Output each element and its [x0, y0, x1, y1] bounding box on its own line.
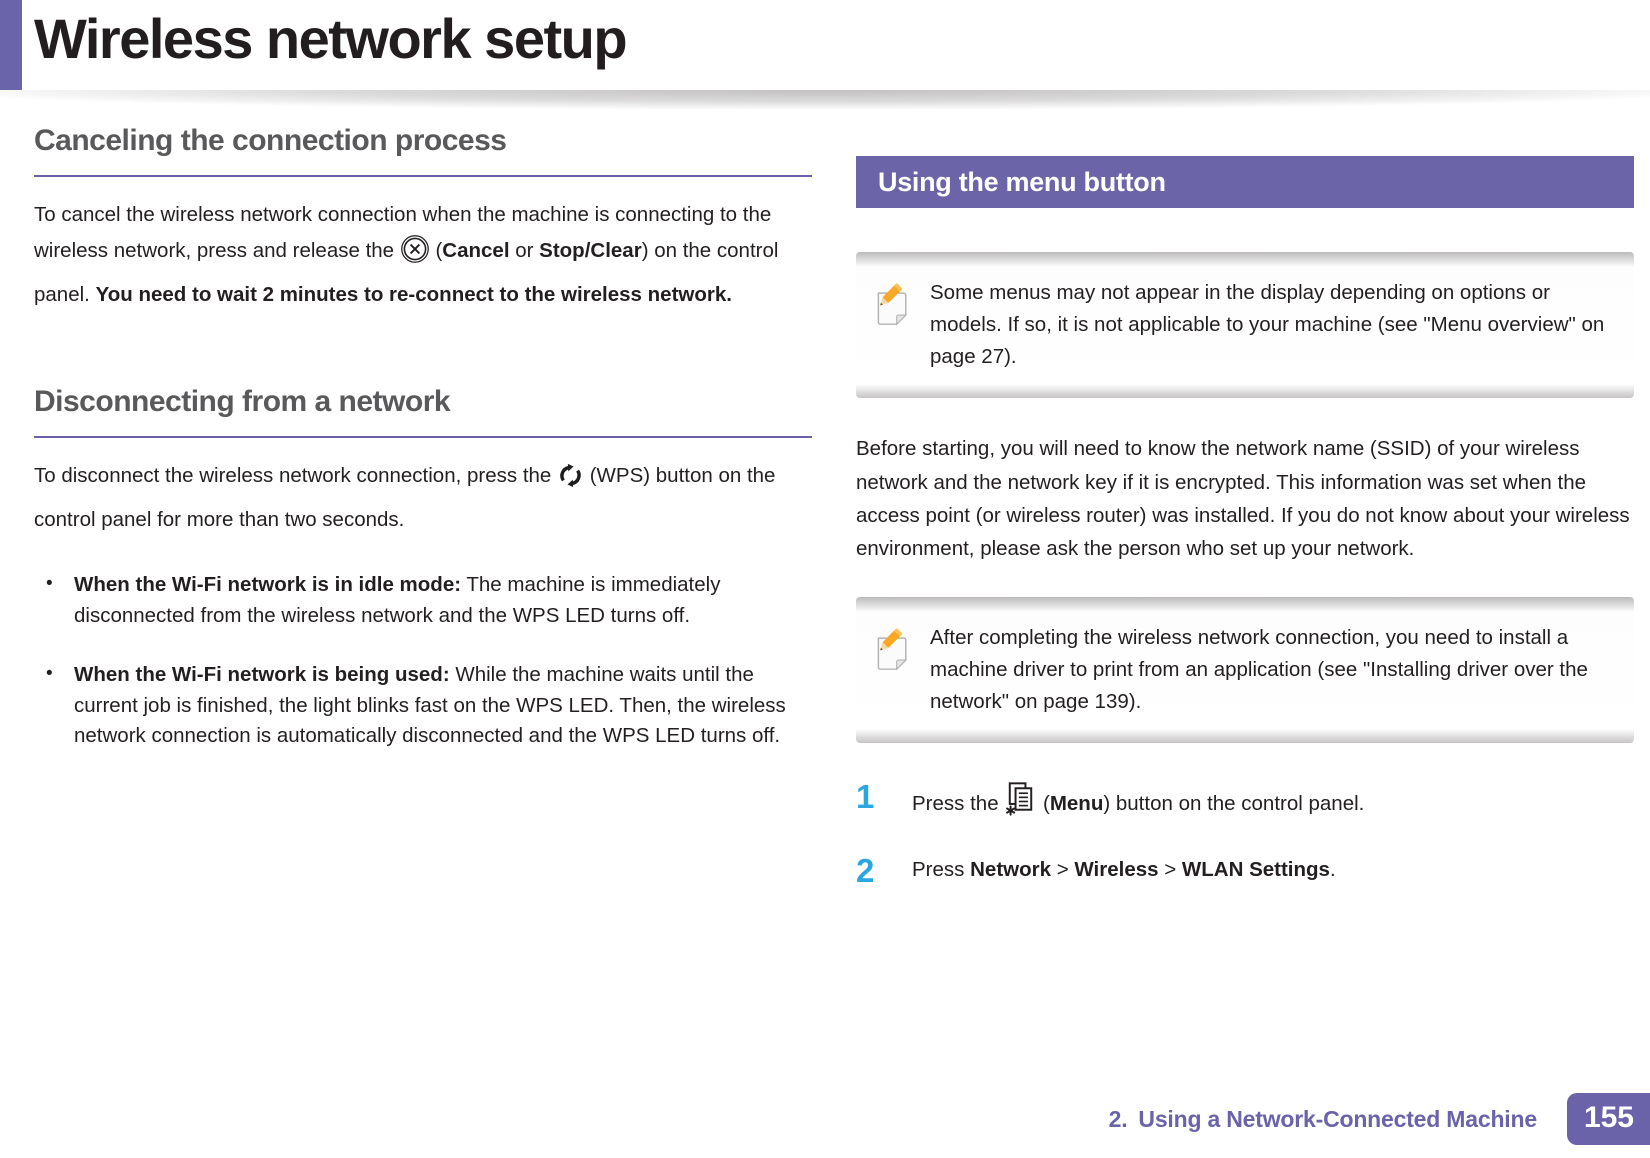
- section-canceling: Canceling the connection process To canc…: [34, 124, 812, 313]
- note-box: After completing the wireless network co…: [856, 597, 1634, 744]
- right-column: Using the menu button Some menus may not…: [856, 110, 1634, 911]
- paragraph-text: (: [429, 239, 443, 263]
- paragraph-text: (WPS) button on the control panel for mo…: [34, 464, 776, 531]
- paragraph-text: To disconnect the wireless network conne…: [34, 464, 558, 488]
- wps-icon: [557, 462, 584, 501]
- step-text: Press the: [912, 777, 1364, 827]
- note-text: After completing the wireless network co…: [930, 626, 1588, 713]
- cancel-stop-icon: [400, 234, 430, 276]
- page-header: Wireless network setup: [0, 0, 1650, 90]
- intro-paragraph: Before starting, you will need to know t…: [856, 437, 1630, 560]
- subsection-banner-title: Using the menu button: [878, 166, 1166, 197]
- paragraph-text: or: [509, 239, 540, 263]
- list-item: When the Wi-Fi network is being used: Wh…: [34, 660, 812, 752]
- step-text-part: >: [1158, 858, 1182, 882]
- step-text-part: >: [1051, 858, 1075, 882]
- bullet-bold-lead: When the Wi-Fi network is being used:: [74, 662, 450, 686]
- footer-chapter: 2. Using a Network-Connected Machine: [1108, 1105, 1538, 1133]
- bullet-text: While the machine waits until the curren…: [74, 662, 786, 748]
- disconnect-bullet-list: When the Wi-Fi network is in idle mode: …: [34, 570, 812, 752]
- menu-path-wlan-settings: WLAN Settings: [1181, 858, 1330, 882]
- footer-chapter-number: 2.: [1108, 1105, 1128, 1132]
- cancel-button-label: Cancel: [442, 239, 510, 263]
- subsection-banner: Using the menu button: [856, 156, 1634, 208]
- disconnecting-paragraph: To disconnect the wireless network conne…: [34, 458, 812, 538]
- section-disconnecting: Disconnecting from a network To disconne…: [34, 385, 812, 752]
- header-divider: [0, 90, 1650, 110]
- page-number-badge: 155: [1566, 1093, 1650, 1145]
- pencil-note-icon: [872, 626, 918, 679]
- stop-clear-button-label: Stop/Clear: [539, 239, 642, 263]
- menu-button-label: Menu: [1049, 792, 1104, 816]
- step-text-part: .: [1329, 858, 1336, 882]
- menu-path-wireless: Wireless: [1074, 858, 1159, 882]
- step-text-part: (: [1037, 792, 1050, 816]
- section-heading-canceling: Canceling the connection process: [34, 124, 812, 177]
- page-title: Wireless network setup: [34, 7, 628, 70]
- wait-warning-text: You need to wait 2 minutes to re-connect…: [95, 282, 732, 306]
- step-number: 2: [856, 852, 875, 890]
- paragraph-text: ) on the control panel.: [34, 239, 779, 306]
- step-text: Press Network > Wireless > WLAN Settings…: [912, 851, 1336, 887]
- menu-button-icon: [1004, 781, 1037, 827]
- section-heading-disconnecting: Disconnecting from a network: [34, 385, 812, 439]
- bullet-text: The machine is immediately disconnected …: [74, 573, 721, 628]
- step-text-part: Press the: [912, 792, 1005, 816]
- pencil-note-icon: [872, 281, 918, 334]
- step-2: 2 Press Network > Wireless > WLAN Settin…: [856, 851, 1634, 887]
- step-text-part: ) button on the control panel.: [1103, 792, 1365, 816]
- step-text-part: Press: [912, 858, 971, 882]
- footer-chapter-title: Using a Network-Connected Machine: [1138, 1105, 1537, 1132]
- header-accent-bar: [0, 0, 22, 90]
- canceling-paragraph: To cancel the wireless network connectio…: [34, 197, 812, 313]
- step-list: 1 Press the: [856, 777, 1634, 887]
- note-text: Some menus may not appear in the display…: [930, 281, 1605, 368]
- page-footer: 2. Using a Network-Connected Machine 155: [1109, 1093, 1650, 1145]
- content-columns: Canceling the connection process To canc…: [0, 110, 1650, 911]
- step-number: 1: [856, 778, 875, 816]
- paragraph-text: To cancel the wireless network connectio…: [34, 203, 772, 263]
- left-column: Canceling the connection process To canc…: [34, 110, 812, 911]
- bullet-bold-lead: When the Wi-Fi network is in idle mode:: [74, 573, 462, 597]
- list-item: When the Wi-Fi network is in idle mode: …: [34, 570, 812, 632]
- menu-path-network: Network: [970, 858, 1051, 882]
- step-1: 1 Press the: [856, 777, 1634, 827]
- note-box: Some menus may not appear in the display…: [856, 252, 1634, 399]
